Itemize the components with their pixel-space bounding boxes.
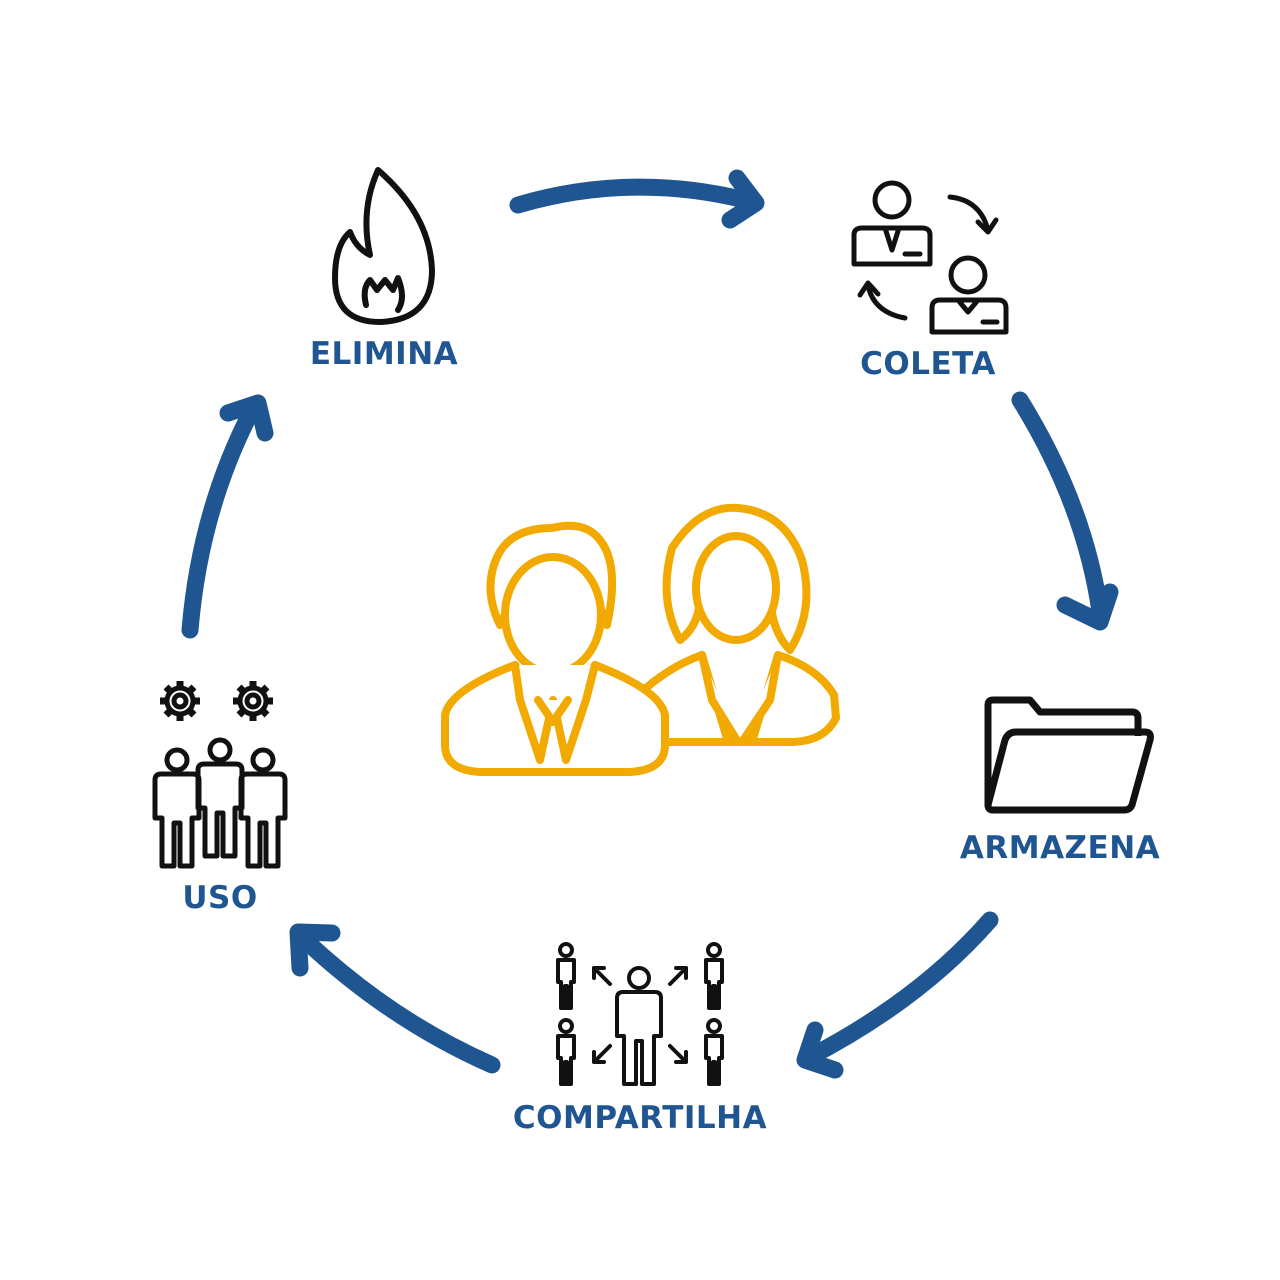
male-user bbox=[441, 521, 669, 776]
cycle-arrows bbox=[181, 169, 1119, 1079]
arrow-compartilha-to-uso bbox=[296, 931, 501, 1074]
arrow-armazena-to-compartilha-head bbox=[796, 1021, 844, 1079]
fire-icon bbox=[332, 167, 435, 325]
arrow-elimina-to-coleta-head bbox=[721, 169, 765, 229]
team-gears-icon bbox=[155, 681, 285, 866]
stage-label-elimina: ELIMINA bbox=[309, 336, 459, 372]
folder-icon bbox=[984, 696, 1154, 814]
stage-label-compartilha: COMPARTILHA bbox=[512, 1100, 768, 1136]
stage-label-armazena: ARMAZENA bbox=[959, 830, 1161, 866]
arrow-coleta-to-armazena-head bbox=[1056, 583, 1119, 631]
stage-label-coleta: COLETA bbox=[860, 346, 996, 382]
users-icon bbox=[441, 503, 840, 776]
arrow-elimina-to-coleta bbox=[509, 178, 754, 214]
arrow-uso-to-elimina bbox=[181, 401, 261, 639]
user-exchange-icon bbox=[851, 180, 1009, 335]
share-network-icon bbox=[556, 942, 724, 1086]
arrow-coleta-to-armazena bbox=[1011, 391, 1109, 621]
arrow-armazena-to-compartilha bbox=[799, 911, 999, 1067]
arrow-compartilha-to-uso-head bbox=[289, 923, 341, 977]
female-user bbox=[629, 503, 840, 746]
arrow-uso-to-elimina-head bbox=[219, 394, 274, 442]
stage-label-uso: USO bbox=[182, 880, 258, 916]
